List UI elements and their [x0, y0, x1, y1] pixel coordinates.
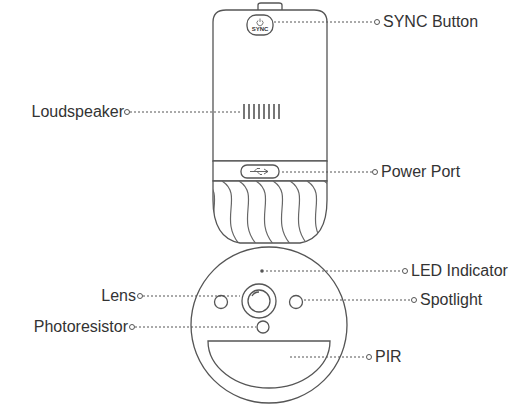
- usb-symbol: [250, 169, 268, 175]
- led-dot: [260, 269, 264, 273]
- part-name: Loudspeaker: [31, 103, 124, 121]
- part-name: PIR: [375, 348, 402, 366]
- lens-outer: [242, 284, 276, 318]
- sync-button: [247, 15, 273, 35]
- top-cap: [258, 3, 282, 10]
- lens-inner: [248, 290, 270, 312]
- leader-ends: [125, 20, 417, 360]
- swirl-texture: [171, 181, 342, 245]
- spotlight: [290, 296, 303, 309]
- part-name: SYNC Button: [383, 13, 478, 31]
- spotlight-left: [215, 296, 228, 309]
- camera-body: [213, 10, 327, 161]
- part-name: Photoresistor: [34, 318, 128, 336]
- leader-lines: [130, 22, 411, 357]
- body-band: [213, 161, 327, 181]
- pir-window: [208, 341, 330, 388]
- bottom-face: [191, 247, 347, 403]
- part-name: LED Indicator: [411, 262, 508, 280]
- part-name: Spotlight: [420, 291, 482, 309]
- button-text: SYNC: [252, 26, 269, 33]
- speaker-grille: [244, 104, 279, 119]
- photoresistor: [257, 321, 269, 333]
- part-name: Power Port: [381, 163, 460, 181]
- power-icon: [257, 19, 263, 26]
- part-name: Lens: [101, 287, 136, 305]
- power-port: [241, 165, 279, 178]
- lens-glint: [252, 292, 259, 296]
